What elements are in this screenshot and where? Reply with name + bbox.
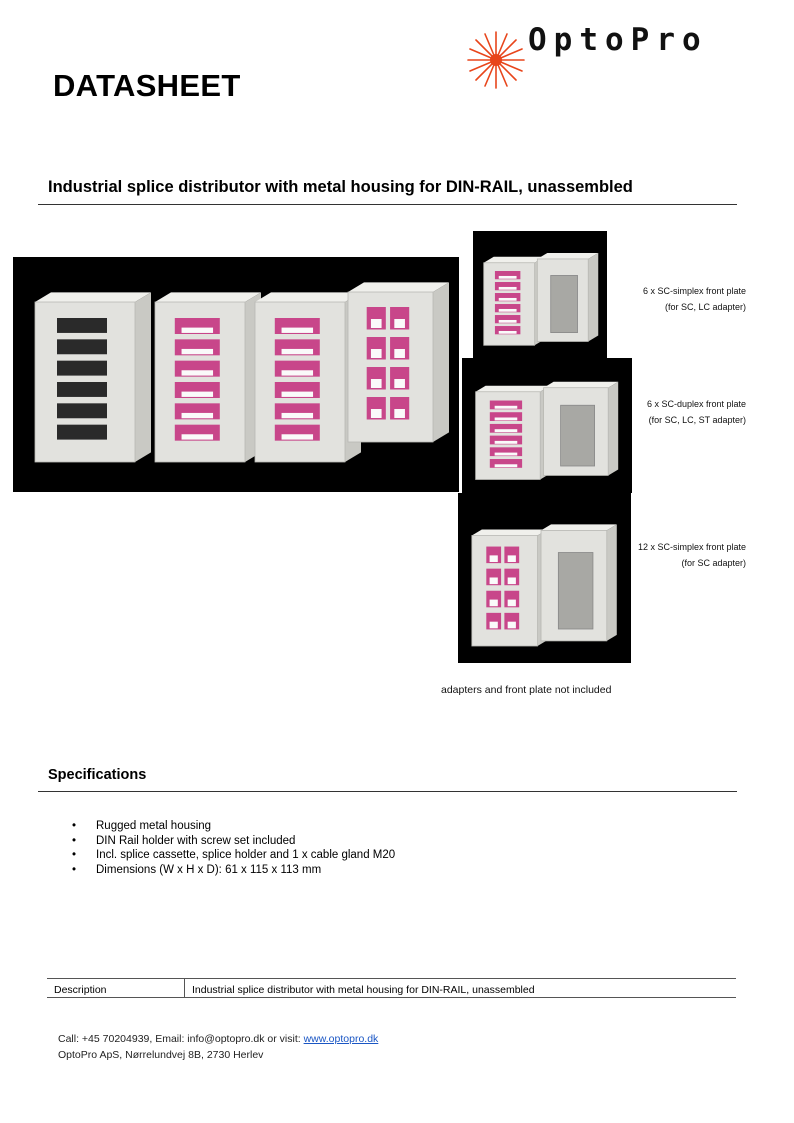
list-item: Rugged metal housing <box>72 819 395 834</box>
specifications-heading: Specifications <box>48 767 147 783</box>
brand-name: OptoPro <box>528 22 708 58</box>
description-table: Description Industrial splice distributo… <box>47 978 736 998</box>
specifications-divider <box>38 791 737 792</box>
title-divider <box>38 204 737 205</box>
front-plate-c-caption: 12 x SC-simplex front plate (for SC adap… <box>637 542 746 568</box>
footer-contact: Call: +45 70204939, Email: info@optopro.… <box>58 1033 379 1045</box>
product-group-photo <box>13 257 459 492</box>
product-title: Industrial splice distributor with metal… <box>48 178 633 196</box>
website-link[interactable]: www.optopro.dk <box>303 1033 379 1045</box>
laser-star-icon <box>467 31 525 89</box>
front-plate-c-photo <box>458 493 631 663</box>
footer: Call: +45 70204939, Email: info@optopro.… <box>58 1031 378 1063</box>
adapters-note: adapters and front plate not included <box>441 684 612 696</box>
table-row: Description Industrial splice distributo… <box>47 978 736 998</box>
document-title: DATASHEET <box>53 68 241 103</box>
footer-address: OptoPro ApS, Nørrelundvej 8B, 2730 Herle… <box>58 1049 264 1061</box>
list-item: Incl. splice cassette, splice holder and… <box>72 848 395 863</box>
list-item: Dimensions (W x H x D): 61 x 115 x 113 m… <box>72 863 395 878</box>
optopro-logo: OptoPro <box>466 20 736 89</box>
front-plate-a-photo <box>473 231 607 358</box>
description-label: Description <box>47 978 185 998</box>
description-value: Industrial splice distributor with metal… <box>184 978 736 998</box>
specifications-list: Rugged metal housing DIN Rail holder wit… <box>72 819 395 877</box>
front-plate-b-photo <box>462 358 632 493</box>
list-item: DIN Rail holder with screw set included <box>72 834 395 849</box>
front-plate-b-caption: 6 x SC-duplex front plate (for SC, LC, S… <box>646 399 746 425</box>
front-plate-a-caption: 6 x SC-simplex front plate (for SC, LC a… <box>642 286 746 312</box>
